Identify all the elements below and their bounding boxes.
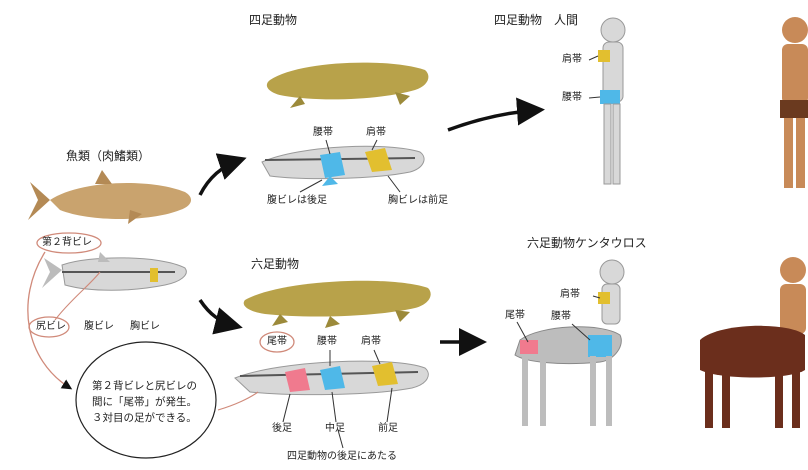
hexapod-note-label: 四足動物の後足にあたる bbox=[287, 451, 397, 462]
tetrapod-title: 四足動物 bbox=[249, 13, 298, 27]
fish-skeleton bbox=[42, 252, 187, 291]
arrow-fish-to-hexapod bbox=[198, 299, 243, 335]
tetrapod-pelvic-fin-note: 腹ビレは後足 bbox=[267, 195, 327, 206]
dorsal-fin-oval bbox=[36, 232, 102, 254]
tetrapod-pelvic-girdle-label: 腰帯 bbox=[313, 127, 333, 138]
connector-anal bbox=[54, 271, 101, 321]
arrow-tetrapod-to-human bbox=[447, 97, 545, 132]
fish-pectoral-label: 胸ビレ bbox=[130, 321, 160, 332]
human-skeleton bbox=[598, 17, 626, 185]
centaur-title: 六足動物ケンタウロス bbox=[527, 236, 647, 250]
hexapod-shoulder-girdle-label: 肩帯 bbox=[361, 336, 381, 347]
connector-bubble-to-hexapod bbox=[217, 391, 259, 411]
centaur-figure bbox=[700, 257, 806, 428]
hexapod-tail-girdle-label: 尾帯 bbox=[267, 336, 287, 347]
fish-second-dorsal-label: 第２背ビレ bbox=[42, 237, 92, 248]
hexapod-title: 六足動物 bbox=[251, 257, 300, 271]
hexapod-fore-leg-label: 前足 bbox=[378, 423, 398, 434]
centaur-skeleton bbox=[514, 259, 625, 426]
fish-anal-label: 尻ビレ bbox=[36, 321, 66, 332]
centaur-pelvic-label: 腰帯 bbox=[551, 311, 571, 322]
connector-dorsal bbox=[27, 251, 73, 390]
tail-girdle-oval bbox=[259, 331, 295, 353]
fish-title: 魚類（肉鰭類） bbox=[66, 149, 151, 163]
tetrapod-shoulder-girdle-label: 肩帯 bbox=[366, 127, 386, 138]
fish-pelvic-label: 腹ビレ bbox=[84, 321, 114, 332]
note-bubble bbox=[75, 341, 217, 459]
human-pelvic-label: 腰帯 bbox=[562, 92, 582, 103]
note-bubble-text: 第２背ビレと尻ビレの間に「尾帯」が発生。３対目の足ができる。 bbox=[92, 380, 197, 424]
hexapod-pelvic-girdle-label: 腰帯 bbox=[317, 336, 337, 347]
hexapod-hind-leg-label: 後足 bbox=[272, 423, 292, 434]
tetrapod-pectoral-fin-note: 胸ビレは前足 bbox=[388, 195, 448, 206]
arrow-fish-to-tetrapod bbox=[198, 153, 247, 196]
centaur-tail-label: 尾帯 bbox=[505, 310, 525, 321]
tetrapod-skeleton bbox=[261, 145, 425, 186]
leader-lines bbox=[282, 55, 601, 449]
hexapod-skeleton bbox=[234, 360, 429, 396]
human-figure bbox=[780, 17, 808, 188]
hexapod-illustration bbox=[243, 280, 431, 328]
centaur-shoulder-label: 肩帯 bbox=[560, 289, 580, 300]
tetrapod-illustration bbox=[266, 62, 429, 108]
tetrapod-human-title: 四足動物 人間 bbox=[494, 13, 579, 27]
human-shoulder-label: 肩帯 bbox=[562, 54, 582, 65]
hexapod-mid-leg-label: 中足 bbox=[325, 423, 345, 434]
fish-illustration bbox=[28, 170, 192, 224]
